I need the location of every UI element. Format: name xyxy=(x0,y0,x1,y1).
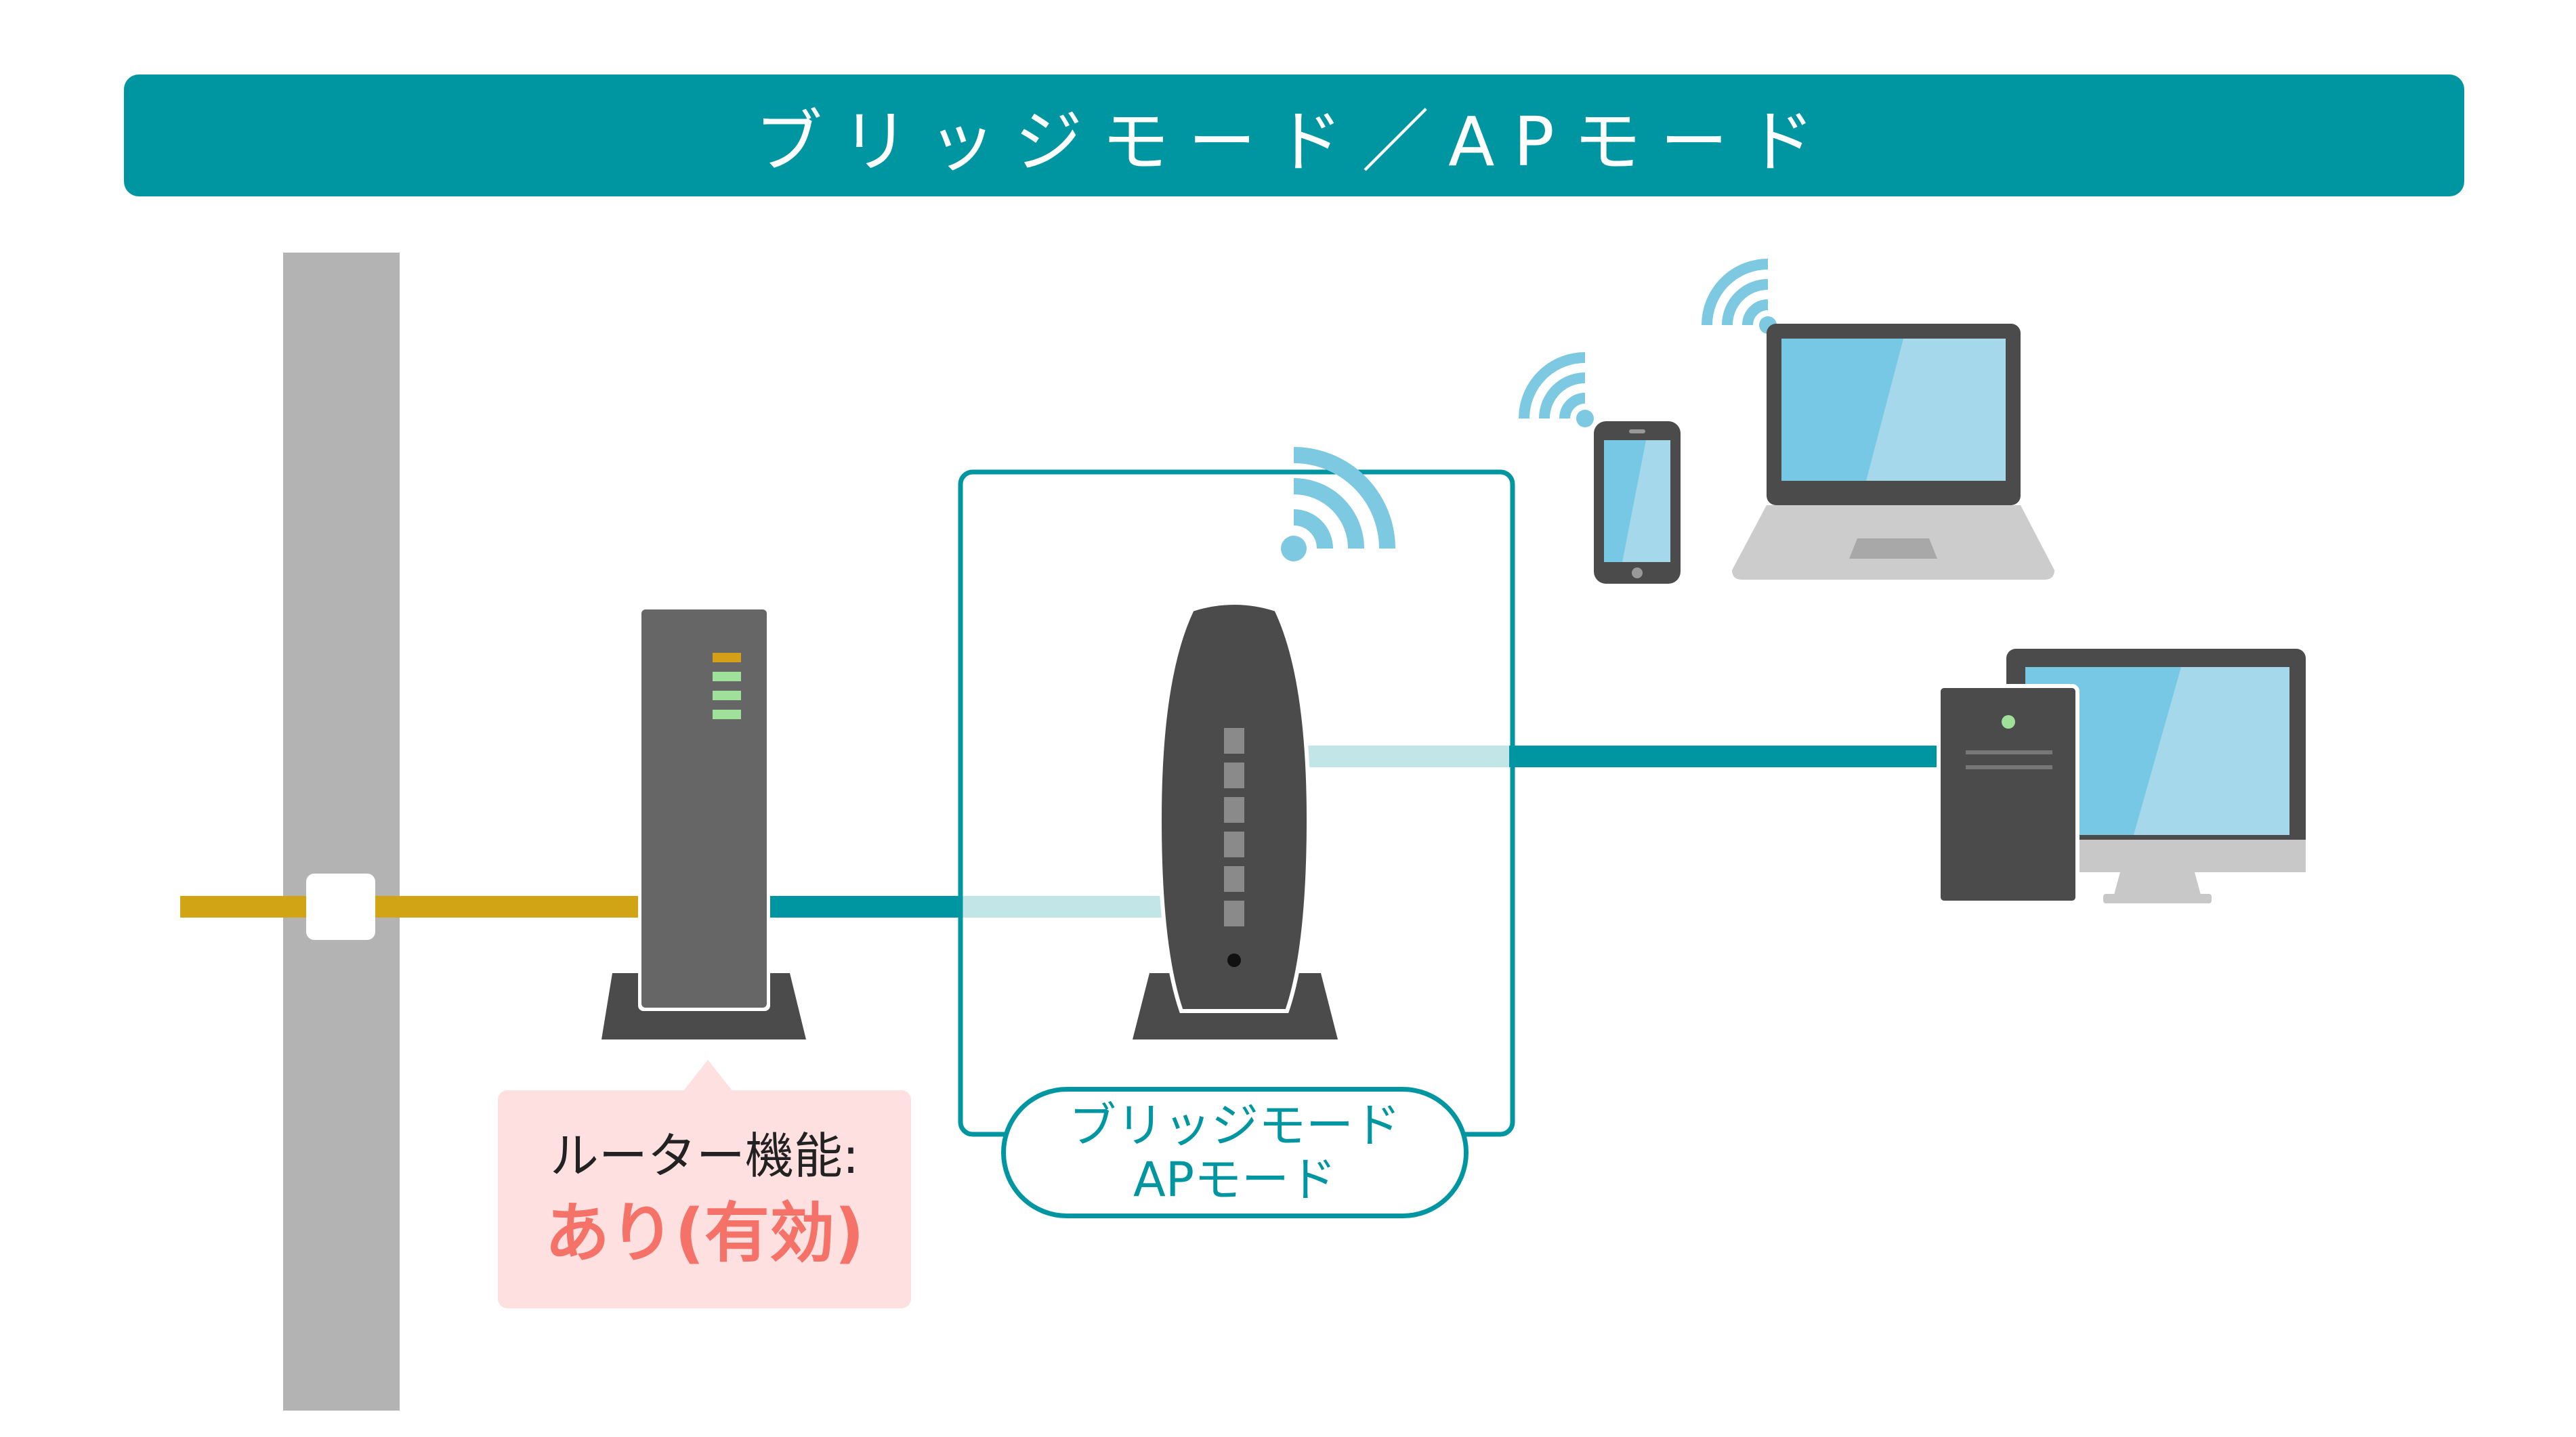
router-function-callout: ルーター機能: あり(有効) xyxy=(498,1090,911,1308)
wan-cable xyxy=(180,896,641,918)
wifi-router-icon xyxy=(1133,601,1338,1039)
wall-column xyxy=(283,253,400,1411)
ap-mode-badge: ブリッジモード APモード xyxy=(1001,1087,1469,1218)
lan-cable-ap-out xyxy=(1509,746,1949,767)
lan-cable-ap-in xyxy=(962,896,1172,918)
router-led-green xyxy=(713,710,741,719)
desktop-pc-icon xyxy=(1937,684,2079,905)
lan-cable-ap-out-light xyxy=(1297,746,1509,767)
callout-pointer xyxy=(683,1060,733,1092)
router-function-value: あり(有効) xyxy=(545,1195,864,1271)
router-led-green xyxy=(713,672,741,681)
smartphone-icon xyxy=(1594,421,1681,584)
wifi-signal-icon xyxy=(1702,259,1777,334)
router-icon xyxy=(601,606,806,1039)
mode-badge-line1: ブリッジモード xyxy=(1069,1097,1401,1153)
router-function-label: ルーター機能: xyxy=(549,1128,860,1185)
wifi-signal-icon xyxy=(1519,352,1594,427)
router-led-green xyxy=(713,691,741,700)
header-title: ブリッジモード／APモード xyxy=(755,102,1834,181)
header-banner: ブリッジモード／APモード xyxy=(124,74,2464,196)
wall-outlet-icon xyxy=(306,874,375,940)
wifi-signal-icon xyxy=(1281,447,1395,561)
mode-badge-line2: APモード xyxy=(1133,1152,1337,1207)
laptop-icon xyxy=(1732,324,2054,580)
router-led-amber xyxy=(713,653,741,662)
lan-cable-router xyxy=(765,896,962,918)
